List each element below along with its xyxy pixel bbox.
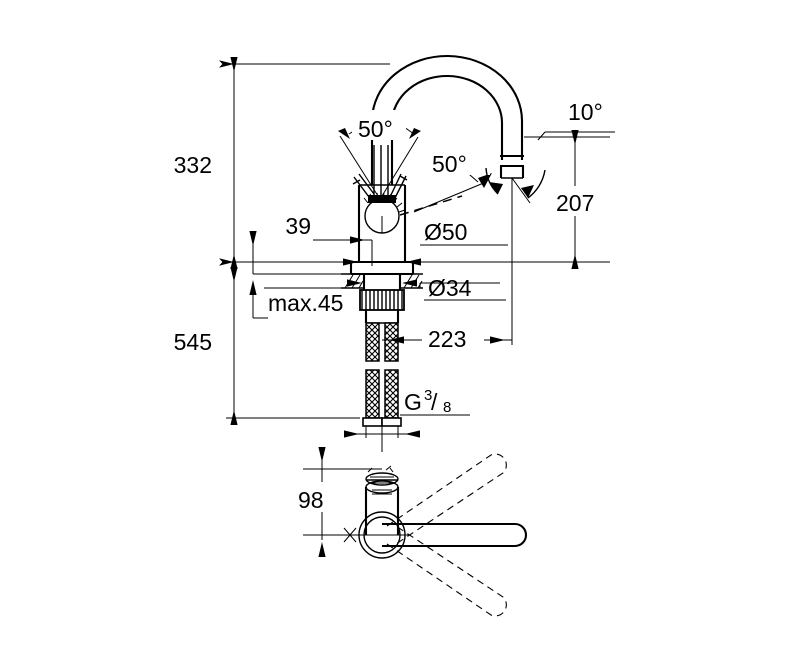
angle-10-outlet: 10° [485,99,615,204]
dimension-max45: max.45 [249,231,345,319]
hose-upper-right [384,322,399,362]
dim-d34-label: Ø34 [428,275,472,301]
dim-545-label: 545 [174,329,212,355]
angle-50-swivel-label: 50° [432,151,467,177]
dim-332-label: 332 [174,152,212,178]
spout-arc [370,54,525,185]
faucet-elevation-view [341,54,525,452]
dim-d50-label: Ø50 [424,219,467,245]
hose-upper-left [365,322,380,362]
upper-flex-hoses [365,322,399,362]
lower-flex-hoses [362,369,402,427]
hose-lower-right [384,369,399,419]
dimension-d34: Ø34 [332,275,506,301]
angle-50-lift-label: 50° [358,116,393,142]
lever-ghost-right [389,173,408,199]
valve-body [357,145,407,262]
angle-50-lift: 50° [338,110,421,199]
hose-fitting-right [381,417,402,427]
dimension-223: 223 [382,178,513,354]
thread-denominator: 8 [443,399,451,416]
dim-207-label: 207 [556,190,594,216]
thread-label-g38: G 3 / 8 [344,387,470,438]
lever-ghost-left [352,173,375,198]
hose-fitting-left [362,417,383,427]
lever-cap-band [368,196,396,202]
thread-slash: / [431,389,438,415]
thread-label-letter: G [404,389,422,415]
knurled-lock-nut [359,289,405,311]
dim-max45-label: max.45 [268,290,343,316]
dim-39-label: 39 [285,213,311,239]
dim-223-label: 223 [428,326,466,352]
angle-50-swivel: 50° [399,145,492,216]
thread-numerator: 3 [424,387,432,404]
dimension-332: 332 [174,57,390,269]
dimension-98: 98 [294,447,382,557]
dimension-545: 545 [174,267,360,425]
hose-lower-left [365,369,380,419]
dimension-207: 207 [420,130,612,269]
angle-10-outlet-label: 10° [568,99,603,125]
plan-lever-neutral [382,522,527,548]
faucet-plan-view [343,453,527,617]
dimension-39: 39 [285,213,373,266]
dim-98-label: 98 [298,487,324,513]
